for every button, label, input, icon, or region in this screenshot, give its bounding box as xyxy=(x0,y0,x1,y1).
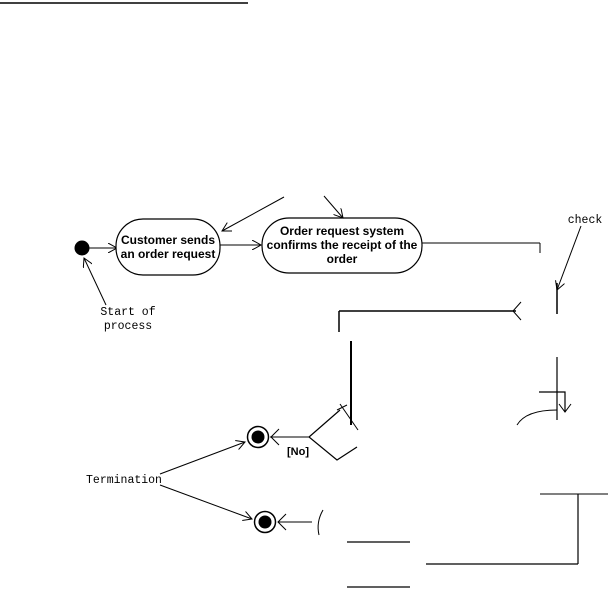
no-guard-label: [No] xyxy=(287,446,309,458)
pointer-arrow-termination-2 xyxy=(159,484,252,519)
right-corner-fragment xyxy=(539,391,566,412)
activity-order-request-system-label: Order request system confirms the receip… xyxy=(266,224,418,266)
right-curve-fragment xyxy=(516,409,558,426)
activity-customer-sends xyxy=(115,218,221,276)
no-branch-arrowhead xyxy=(270,428,280,446)
termination-node-1-core xyxy=(251,430,265,444)
start-of-process-label: Start of process xyxy=(100,306,156,333)
decision-tick-2 xyxy=(336,404,348,411)
termination-2-arrowhead xyxy=(277,513,287,531)
decision-diamond xyxy=(308,409,358,461)
pointer-arrow-termination-1 xyxy=(159,442,245,475)
pointer-arrow-customer xyxy=(222,196,285,231)
termination-2-bracket xyxy=(317,509,324,536)
pointer-arrow-start xyxy=(84,258,107,306)
termination-node-2-core xyxy=(258,515,272,529)
return-flow-arrowhead xyxy=(512,301,522,321)
right-arrow-fragment xyxy=(558,403,572,413)
check-label: check xyxy=(567,214,603,227)
decision-tick xyxy=(339,403,359,431)
activity-customer-sends-label: Customer sends an order request xyxy=(120,233,216,261)
pointer-arrow-order xyxy=(323,195,343,218)
start-node xyxy=(74,240,90,256)
termination-label: Termination xyxy=(86,474,162,487)
pointer-arrow-check xyxy=(557,225,582,290)
